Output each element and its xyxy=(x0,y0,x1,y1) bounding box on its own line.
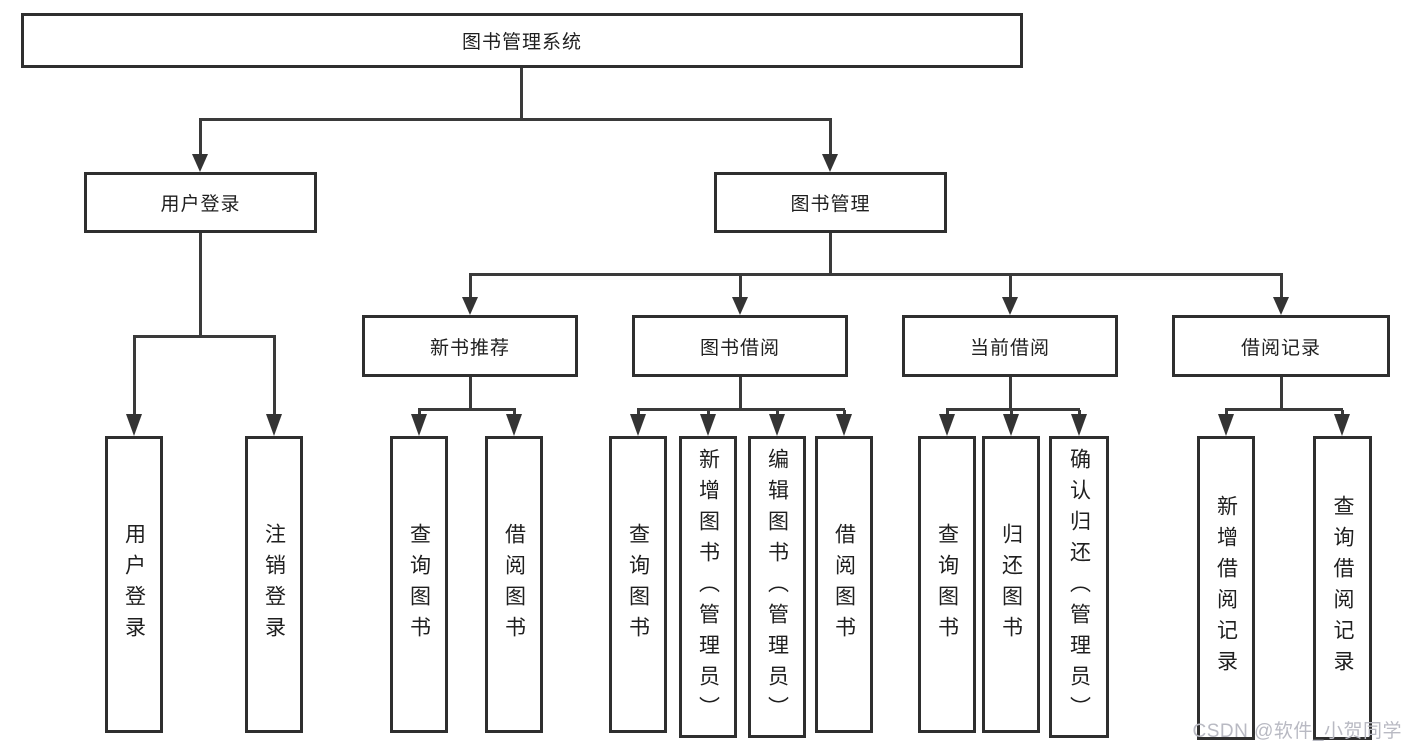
arrow-down-icon xyxy=(836,414,852,436)
arrow-down-icon xyxy=(769,414,785,436)
node-current-borrow: 当前借阅 xyxy=(902,315,1118,377)
arrow-down-icon xyxy=(700,414,716,436)
arrow-down-icon xyxy=(1002,297,1018,315)
leaf-label: 查询图书 xyxy=(626,522,650,647)
csdn-watermark: CSDN @软件_小贺同学 xyxy=(1192,721,1402,742)
arrow-down-icon xyxy=(1334,414,1350,436)
leaf-add-book-admin: 新增图书（管理员） xyxy=(679,436,737,738)
leaf-label: 查询图书 xyxy=(935,522,959,647)
leaf-label: 归还图书 xyxy=(999,522,1023,647)
arrow-down-icon xyxy=(1218,414,1234,436)
arrow-down-icon xyxy=(266,414,282,436)
leaf-label: 借阅图书 xyxy=(502,522,526,647)
arrow-down-icon xyxy=(411,414,427,436)
connector-line xyxy=(739,275,742,301)
leaf-label: 确认归还（管理员） xyxy=(1067,447,1091,727)
connector-line xyxy=(133,337,136,416)
connector-line xyxy=(133,335,276,338)
connector-line xyxy=(469,275,472,301)
leaf-borrow-books: 借阅图书 xyxy=(815,436,873,733)
connector-line xyxy=(946,408,1080,411)
arrow-down-icon xyxy=(506,414,522,436)
connector-line xyxy=(273,337,276,416)
connector-line xyxy=(739,377,742,410)
arrow-down-icon xyxy=(192,154,208,172)
leaf-query-books-borrow: 查询图书 xyxy=(609,436,667,733)
leaf-query-books-recommend: 查询图书 xyxy=(390,436,448,733)
connector-line xyxy=(1280,377,1283,410)
leaf-query-borrow-record: 查询借阅记录 xyxy=(1313,436,1372,740)
leaf-borrow-books-recommend: 借阅图书 xyxy=(485,436,543,733)
arrow-down-icon xyxy=(1071,414,1087,436)
arrow-down-icon xyxy=(126,414,142,436)
connector-line xyxy=(637,408,845,411)
connector-line xyxy=(829,233,832,275)
leaf-label: 注销登录 xyxy=(262,522,286,647)
connector-line xyxy=(1225,408,1343,411)
leaf-label: 借阅图书 xyxy=(832,522,856,647)
node-book-borrow: 图书借阅 xyxy=(632,315,848,377)
connector-line xyxy=(829,120,832,158)
leaf-query-books-current: 查询图书 xyxy=(918,436,976,733)
arrow-down-icon xyxy=(1003,414,1019,436)
leaf-user-login: 用户登录 xyxy=(105,436,163,733)
node-book-management: 图书管理 xyxy=(714,172,947,233)
node-borrow-records: 借阅记录 xyxy=(1172,315,1390,377)
node-user-login: 用户登录 xyxy=(84,172,317,233)
connector-line xyxy=(199,120,202,158)
leaf-label: 查询图书 xyxy=(407,522,431,647)
connector-line xyxy=(1280,275,1283,301)
leaf-label: 编辑图书（管理员） xyxy=(765,447,789,727)
leaf-label: 新增借阅记录 xyxy=(1214,495,1238,681)
node-new-book-recommend: 新书推荐 xyxy=(362,315,578,377)
leaf-return-book: 归还图书 xyxy=(982,436,1040,733)
leaf-confirm-return-admin: 确认归还（管理员） xyxy=(1049,436,1109,738)
leaf-logout: 注销登录 xyxy=(245,436,303,733)
arrow-down-icon xyxy=(939,414,955,436)
connector-line xyxy=(469,273,1283,276)
connector-line xyxy=(1009,275,1012,301)
leaf-label: 查询借阅记录 xyxy=(1331,495,1354,681)
arrow-down-icon xyxy=(630,414,646,436)
arrow-down-icon xyxy=(1273,297,1289,315)
leaf-add-borrow-record: 新增借阅记录 xyxy=(1197,436,1255,740)
connector-line xyxy=(418,408,516,411)
connector-line xyxy=(199,118,832,121)
leaf-edit-book-admin: 编辑图书（管理员） xyxy=(748,436,806,738)
arrow-down-icon xyxy=(822,154,838,172)
connector-line xyxy=(469,377,472,410)
connector-line xyxy=(1009,377,1012,410)
leaf-label: 用户登录 xyxy=(122,522,146,647)
leaf-label: 新增图书（管理员） xyxy=(696,447,720,727)
arrow-down-icon xyxy=(732,297,748,315)
connector-line xyxy=(199,233,202,337)
node-library-management-system: 图书管理系统 xyxy=(21,13,1023,68)
arrow-down-icon xyxy=(462,297,478,315)
connector-line xyxy=(520,68,523,120)
